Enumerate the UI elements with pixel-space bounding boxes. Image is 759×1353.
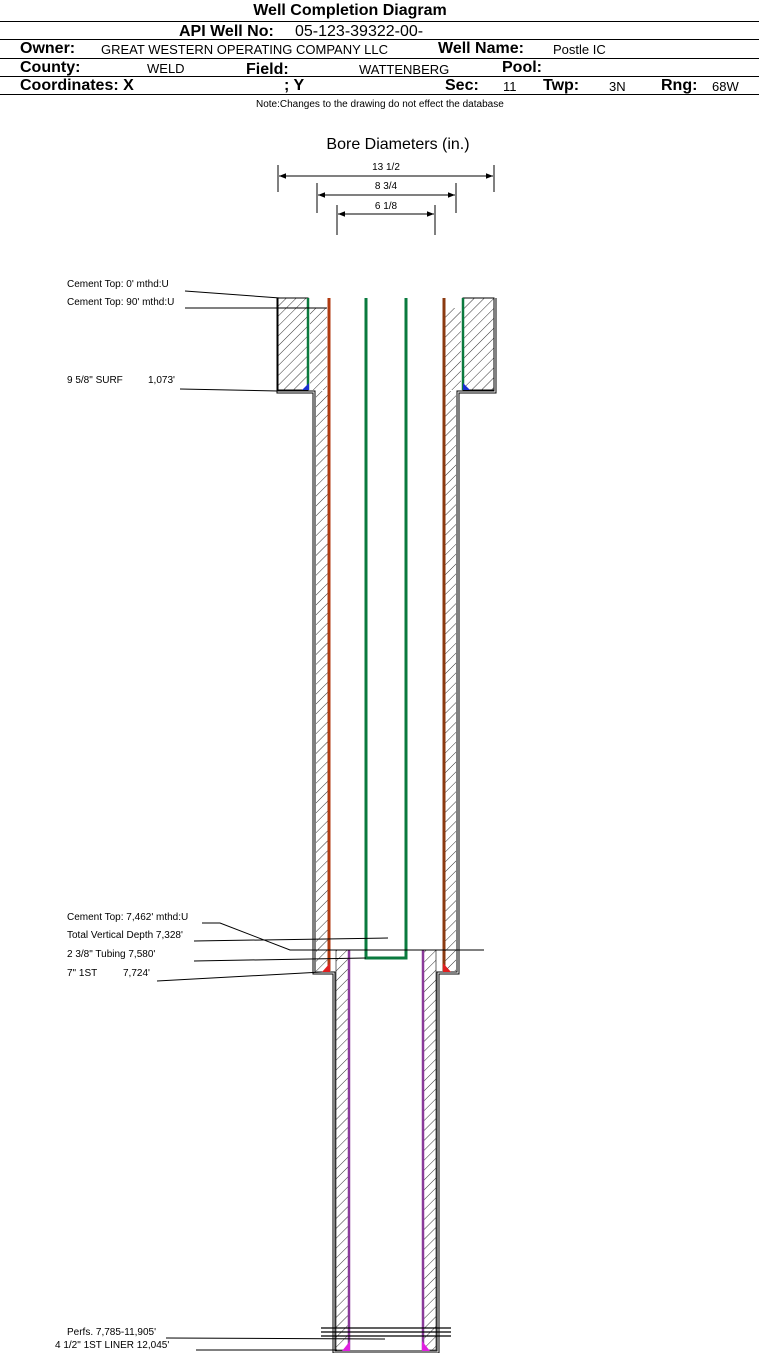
twp-value: 3N [609, 79, 626, 94]
county-value: WELD [147, 61, 185, 76]
label-surf-casing: 9 5/8" SURF [67, 375, 123, 386]
coord-x-label: Coordinates: X [20, 77, 134, 94]
bore-dim-8-3-4: 8 3/4 [316, 181, 457, 213]
perforation-marks [321, 1327, 451, 1337]
surface-shoe-right [463, 383, 470, 390]
label-first-string: 7" 1ST [67, 968, 97, 979]
bore-dim-label: 13 1/2 [372, 162, 400, 173]
field-label: Field: [246, 61, 289, 78]
bore-dim-label: 8 3/4 [375, 181, 398, 192]
label-perfs: Perfs. 7,785-11,905' [67, 1327, 156, 1338]
pool-label: Pool: [502, 59, 542, 76]
owner-label: Owner: [20, 40, 76, 57]
coord-y-label: ; Y [284, 77, 305, 94]
liner [347, 950, 425, 1350]
label-cement-top-90: Cement Top: 90' mthd:U [67, 297, 174, 308]
well-name-value: Postle IC [553, 42, 606, 57]
bore-dim-13-1-2: 13 1/2 [277, 162, 495, 192]
twp-label: Twp: [543, 77, 580, 94]
sec-value: 11 [503, 79, 517, 94]
surface-cement [277, 297, 495, 391]
sec-label: Sec: [445, 77, 479, 94]
first-string-shoe-left [322, 963, 330, 972]
surface-shoe-left [302, 383, 309, 390]
rng-label: Rng: [661, 77, 698, 94]
owner-value: GREAT WESTERN OPERATING COMPANY LLC [101, 42, 389, 57]
label-cement-top-7462: Cement Top: 7,462' mthd:U [67, 912, 188, 923]
label-tubing: 2 3/8" Tubing 7,580' [67, 949, 155, 960]
rng-value: 68W [712, 79, 739, 94]
liner-shoe-right [422, 1341, 430, 1351]
county-label: County: [20, 59, 81, 76]
liner-cement [335, 949, 437, 1351]
surface-casing [306, 298, 465, 390]
label-liner: 4 1/2" 1ST LINER 12,045' [55, 1340, 169, 1351]
diagram-title: Well Completion Diagram [253, 2, 447, 19]
leader-lines [156, 290, 484, 1351]
first-string-casing [327, 298, 446, 971]
field-value: WATTENBERG [359, 62, 450, 77]
well-name-label: Well Name: [438, 40, 524, 57]
api-label: API Well No: [179, 23, 274, 40]
intermediate-cement [316, 391, 456, 971]
bore-outline [276, 298, 497, 1353]
liner-shoe-left [342, 1341, 350, 1351]
label-surf-depth: 1,073' [148, 375, 175, 386]
database-note: Note:Changes to the drawing do not effec… [256, 99, 504, 110]
header-divider [0, 94, 759, 95]
first-string-shoe-right [443, 963, 451, 972]
tubing [364, 298, 408, 960]
header-divider [0, 21, 759, 22]
bore-dim-label: 6 1/8 [375, 201, 398, 212]
header-divider [0, 58, 759, 59]
label-first-string-depth: 7,724' [123, 968, 150, 979]
bore-dim-6-1-8: 6 1/8 [336, 201, 436, 235]
header-divider [0, 39, 759, 40]
bore-diameters-title: Bore Diameters (in.) [326, 136, 469, 153]
label-tvd: Total Vertical Depth 7,328' [67, 930, 183, 941]
header-divider [0, 76, 759, 77]
label-cement-top-surface: Cement Top: 0' mthd:U [67, 279, 169, 290]
api-value: 05-123-39322-00- [295, 23, 424, 40]
